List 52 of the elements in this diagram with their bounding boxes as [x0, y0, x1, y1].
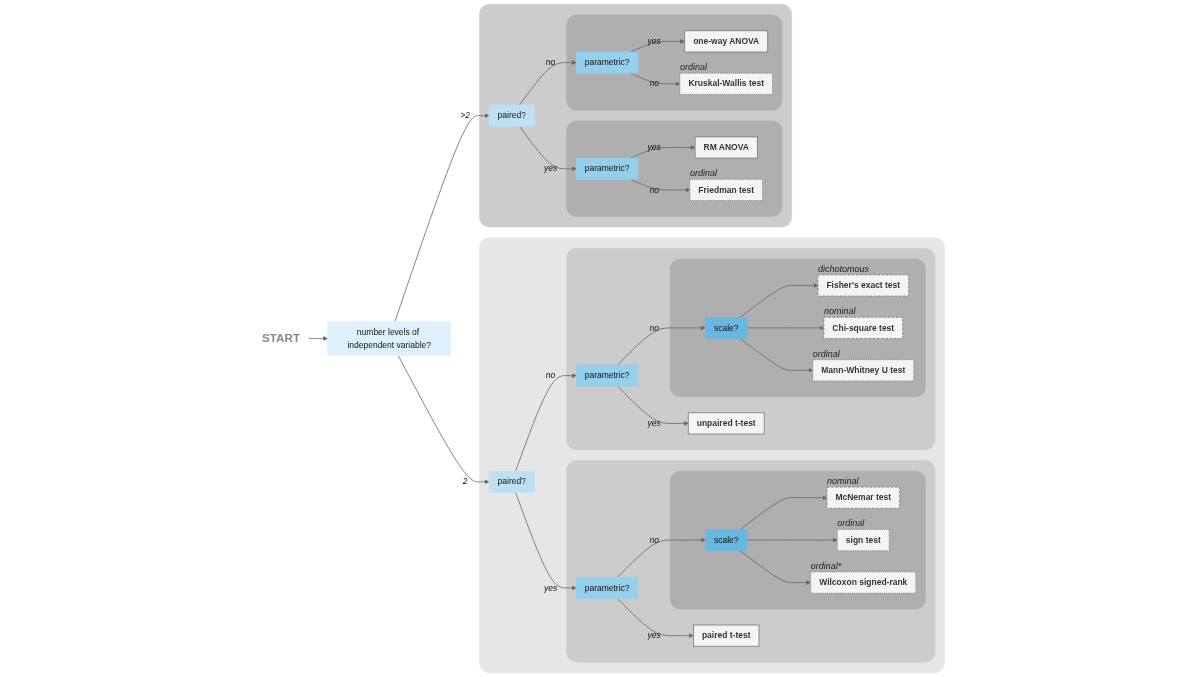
edge-label: yes — [647, 418, 661, 428]
node-box: Chi-square test — [823, 316, 904, 339]
node-box: Wilcoxon signed-rank — [810, 571, 917, 594]
node-box: paired? — [488, 470, 535, 493]
node-box: paired? — [488, 104, 535, 127]
edge-label: yes — [647, 142, 661, 152]
edge-label: no — [649, 79, 659, 89]
edge-label: no — [545, 370, 556, 380]
cluster — [566, 460, 936, 663]
node-box: Mann-Whitney U test — [812, 359, 915, 382]
node-box: paired t-test — [693, 624, 760, 647]
node-box: parametric? — [575, 364, 639, 387]
cluster — [479, 3, 792, 228]
edge-label: no — [649, 535, 659, 545]
node-box: parametric? — [575, 577, 639, 599]
cluster — [670, 470, 926, 610]
node-box: parametric? — [575, 51, 639, 74]
edge-label: no — [545, 57, 556, 67]
node-box: RM ANOVA — [694, 136, 758, 159]
node-box: sign test — [836, 529, 890, 552]
scale-label: ordinal — [679, 62, 707, 73]
cluster — [566, 248, 936, 451]
node-box: scale? — [705, 529, 748, 551]
scale-label: nominal — [823, 306, 856, 317]
edge-label: 2 — [462, 476, 468, 486]
scale-label: ordinal* — [810, 560, 842, 571]
node-box: Kruskal-Wallis test — [679, 72, 773, 95]
node-text: START — [262, 331, 301, 346]
cluster — [566, 14, 783, 111]
cluster — [566, 120, 783, 217]
node-box: McNemar test — [826, 486, 900, 509]
scale-label: nominal — [826, 475, 859, 486]
node-box: Fisher's exact test — [817, 274, 910, 297]
scale-label: ordinal — [837, 518, 865, 529]
edge-label: yes — [647, 36, 661, 46]
scale-label: ordinal — [812, 348, 840, 359]
edge-label: yes — [543, 583, 558, 593]
node-box: parametric? — [575, 157, 639, 180]
scale-label: ordinal — [689, 168, 717, 179]
node-box: one-way ANOVA — [684, 30, 769, 53]
edge-label: yes — [543, 163, 558, 173]
node-box: Friedman test — [689, 178, 763, 201]
node-box: number levels of independent variable? — [327, 321, 451, 356]
scale-label: dichotomous — [817, 263, 869, 274]
cluster — [479, 237, 945, 674]
node-box: unpaired t-test — [687, 412, 765, 435]
edge-label: >2 — [460, 110, 470, 120]
edge-label: yes — [647, 630, 661, 640]
edge-label: no — [649, 185, 659, 195]
cluster — [670, 258, 926, 398]
edge-label: no — [649, 323, 659, 333]
node-box: scale? — [705, 317, 748, 339]
